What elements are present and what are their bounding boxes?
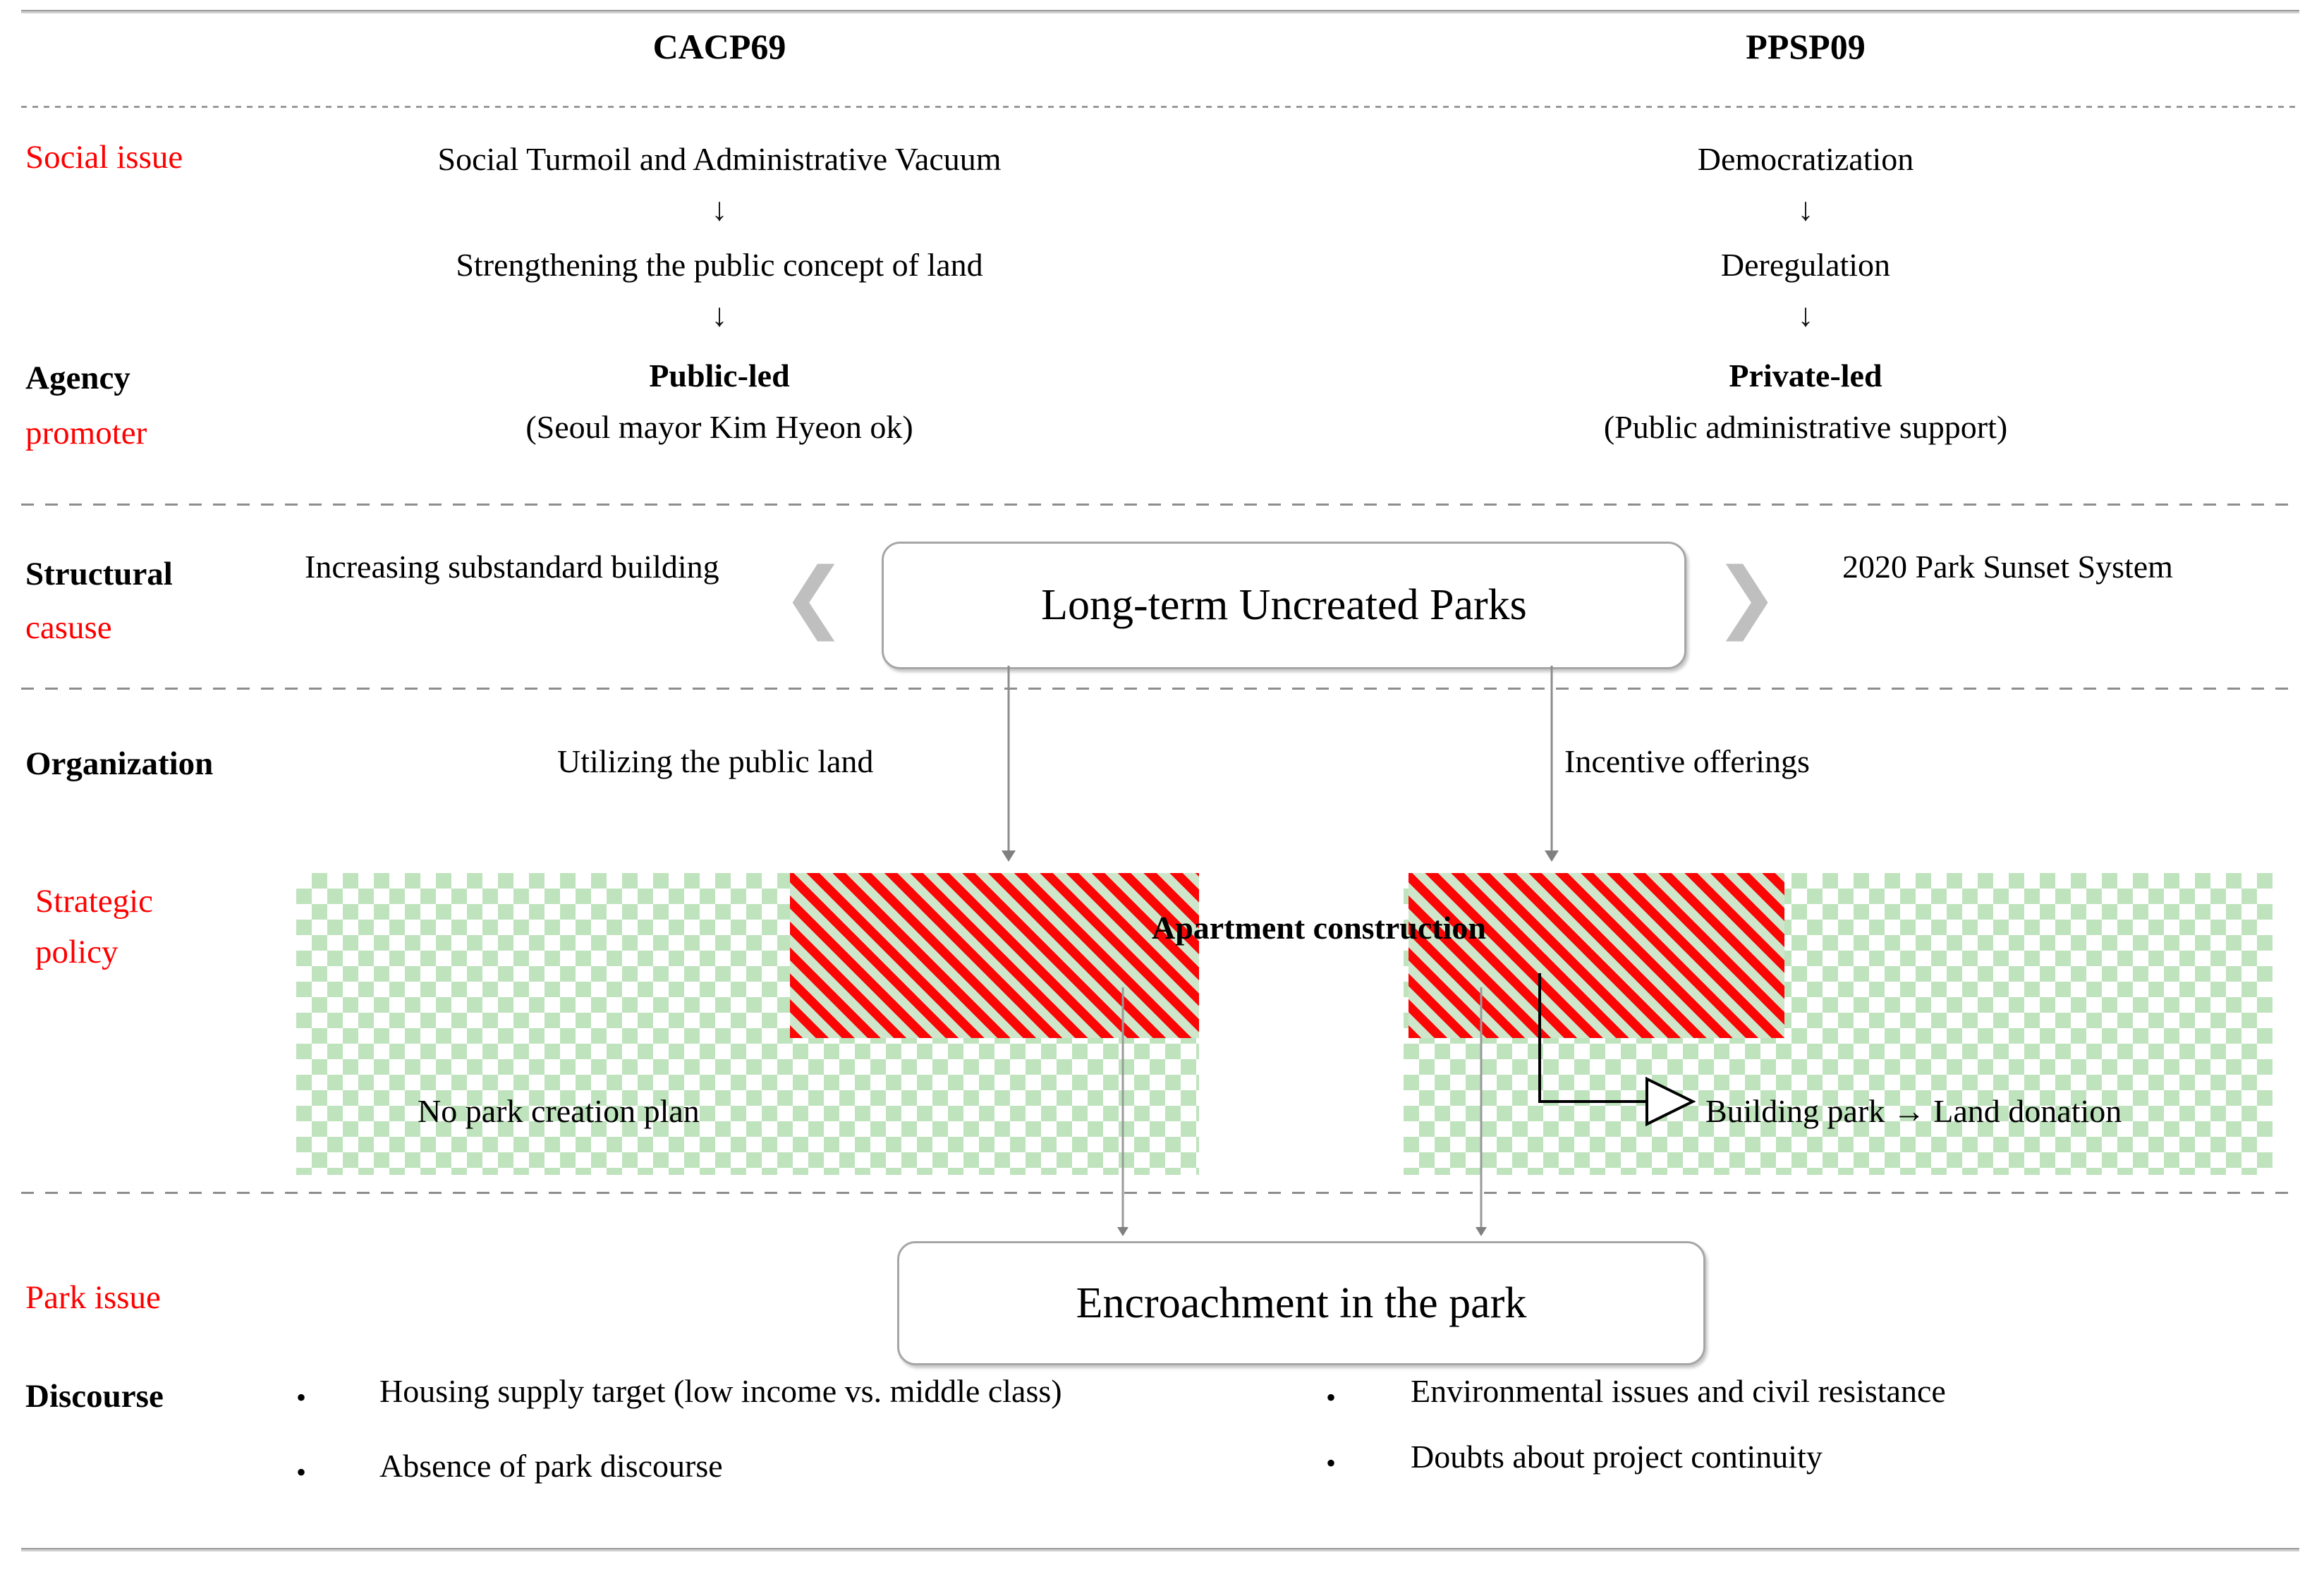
pattern-red-right	[1409, 873, 1784, 1038]
down-arrow-icon-left-1: ↓	[711, 191, 728, 227]
bullet-icon-left-1: •	[296, 1381, 307, 1413]
left-chain-step2-text: Strengthening the public concept of land	[456, 247, 983, 283]
left-policy-label: No park creation plan	[418, 1093, 700, 1129]
rule-above-park-issue	[21, 1192, 2299, 1194]
discourse-left-item-1: Housing supply target (low income vs. mi…	[379, 1373, 1062, 1409]
right-organization-text: Incentive offerings	[1564, 743, 1810, 779]
column-header-right: PPSP09	[1746, 27, 1866, 66]
discourse-left-item-2: Absence of park discourse	[379, 1448, 723, 1484]
row-label-policy: policy	[35, 934, 118, 970]
row-label-agency: Agency	[25, 360, 130, 396]
rule-under-headers	[21, 106, 2299, 108]
bullet-icon-right-1: •	[1326, 1381, 1337, 1413]
row-label-strategic: Strategic	[35, 883, 154, 920]
left-organization-text: Utilizing the public land	[557, 743, 874, 779]
row-label-promoter: promoter	[25, 415, 147, 451]
apartment-construction-label: Apartment construction	[1152, 910, 1486, 946]
rule-top	[21, 10, 2299, 13]
row-label-cause: casuse	[25, 609, 112, 646]
left-agency-text: Public-led	[649, 358, 790, 394]
row-label-park-issue: Park issue	[25, 1279, 161, 1316]
right-agency-sub-text: (Public administrative support)	[1603, 409, 2008, 445]
rule-bottom	[21, 1548, 2299, 1551]
down-arrow-icon-right-1: ↓	[1797, 191, 1814, 227]
rule-above-structural	[21, 504, 2299, 506]
left-structural-cause-text: Increasing substandard building	[305, 549, 719, 585]
bullet-icon-left-2: •	[296, 1456, 307, 1488]
left-agency-sub-text: (Seoul mayor Kim Hyeon ok)	[525, 409, 913, 445]
row-label-structural: Structural	[25, 556, 173, 592]
down-arrow-icon-right-2: ↓	[1797, 297, 1814, 333]
chevron-right-icon: ❯	[1714, 551, 1779, 641]
pattern-red-left	[790, 873, 1199, 1038]
down-arrow-icon-left-2: ↓	[711, 297, 728, 333]
row-label-social-issue: Social issue	[25, 139, 183, 176]
discourse-right-item-1: Environmental issues and civil resistanc…	[1411, 1373, 1946, 1409]
structural-box-label: Long-term Uncreated Parks	[1041, 581, 1527, 629]
row-label-organization: Organization	[25, 745, 214, 782]
park-issue-box-label: Encroachment in the park	[1076, 1279, 1527, 1327]
rule-above-organization	[21, 688, 2299, 690]
right-agency-text: Private-led	[1729, 358, 1882, 394]
right-social-issue-text: Democratization	[1697, 141, 1914, 177]
chevron-left-icon: ❮	[781, 551, 847, 641]
right-chain-step2-text: Deregulation	[1720, 247, 1891, 283]
structural-box: Long-term Uncreated Parks	[882, 542, 1686, 669]
bullet-icon-right-2: •	[1326, 1447, 1337, 1479]
left-social-issue-text: Social Turmoil and Administrative Vacuum	[437, 141, 1002, 177]
right-structural-cause-text: 2020 Park Sunset System	[1842, 549, 2173, 585]
column-header-left: CACP69	[652, 27, 786, 66]
discourse-right-item-2: Doubts about project continuity	[1411, 1439, 1823, 1475]
park-issue-box: Encroachment in the park	[897, 1241, 1705, 1365]
row-label-discourse: Discourse	[25, 1378, 164, 1415]
right-policy-label: Building park → Land donation	[1705, 1093, 2122, 1129]
